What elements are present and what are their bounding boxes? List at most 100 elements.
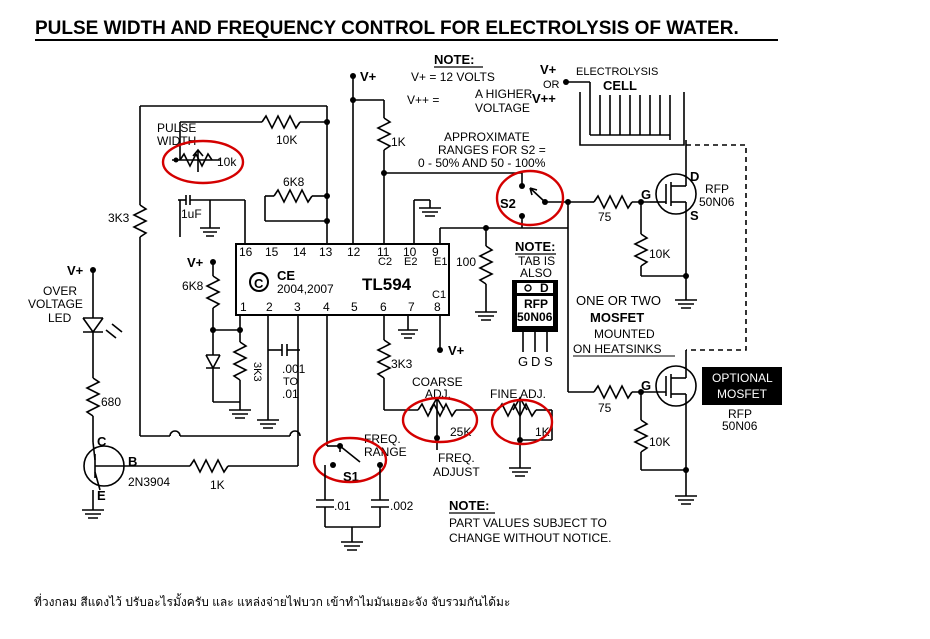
pin-label: 2 — [266, 300, 273, 314]
note-line: VOLTAGE — [475, 101, 530, 115]
transistor-part-label: 2N3904 — [128, 475, 170, 489]
cell-label: CELL — [603, 78, 637, 93]
note-line: V++ = — [407, 93, 439, 107]
resistor-1k-label: 1K — [391, 135, 406, 149]
mosfet-drain-label: D — [690, 169, 699, 184]
optional-label: OPTIONAL — [712, 371, 773, 385]
mosfet-bottom: G OPTIONAL MOSFET RFP 50N06 — [641, 350, 782, 505]
pulse-width-label: WIDTH — [157, 134, 196, 148]
vplus-label: V+ — [360, 69, 377, 84]
overvoltage-label: OVER — [43, 284, 77, 298]
tab-note: NOTE: TAB IS ALSO D RFP 50N06 G D S — [512, 239, 558, 369]
note-line: CHANGE WITHOUT NOTICE. — [449, 531, 611, 545]
pin-sub-label: C1 — [432, 289, 446, 301]
cap-1uf-label: 1uF — [181, 207, 202, 221]
pin-label: 14 — [293, 245, 307, 259]
s2-note-line: RANGES FOR S2 = — [438, 143, 546, 157]
overvoltage-label: VOLTAGE — [28, 297, 83, 311]
pin-sub-label: C2 — [378, 256, 392, 268]
resistor-3k3-label: 3K3 — [391, 357, 413, 371]
mosfet-gate-label: G — [641, 187, 651, 202]
tab-note-line: TAB IS — [518, 254, 555, 268]
vplus-label: V+ — [67, 263, 84, 278]
pulse-width-network: PULSE WIDTH 10K 10k 6K8 — [139, 105, 330, 244]
pin-label: 15 — [265, 245, 279, 259]
cap-01-label: .01 — [282, 387, 299, 401]
mosfet-note-line: MOUNTED — [594, 327, 655, 341]
mosfet-part-label: RFP — [705, 182, 729, 196]
highlight-circle-fine — [490, 398, 554, 446]
cap-002-label: .002 — [390, 499, 414, 513]
supply-vpp-label: V++ — [532, 91, 556, 106]
overvoltage-indicator: V+ OVER VOLTAGE LED 680 C B E 2N3904 1K — [28, 263, 299, 519]
s1-label: S1 — [343, 469, 359, 484]
freq-adjust-label: FREQ. — [438, 451, 475, 465]
copyright-icon — [249, 272, 269, 292]
optional-label: MOSFET — [717, 387, 768, 401]
note-line: V+ = 12 VOLTS — [411, 70, 495, 84]
overvoltage-label: LED — [48, 311, 72, 325]
pin-label: 4 — [323, 300, 330, 314]
pin-label: 16 — [239, 245, 253, 259]
pin-label: 12 — [347, 245, 361, 259]
resistor-3k3-label: 3K3 — [251, 362, 263, 382]
mosfet-note-line: ONE OR TWO — [576, 293, 661, 308]
resistor-1k-label: 1K — [210, 478, 225, 492]
pkg-leg-label: D — [531, 354, 540, 369]
tab-note-line: ALSO — [520, 266, 552, 280]
timing-left: 3K3 1uF — [108, 195, 246, 437]
resistor-10k-label: 10K — [649, 435, 670, 449]
chip-year: 2004,2007 — [277, 282, 334, 296]
resistor-10k-label: 10K — [276, 133, 297, 147]
resistor-75-label: 75 — [598, 210, 612, 224]
pin-label: 10 — [403, 245, 417, 259]
mosfet-part-label: 50N06 — [722, 419, 758, 433]
note-heading: NOTE: — [449, 498, 489, 513]
mosfet-gate-label: G — [641, 378, 651, 393]
chip-name: TL594 — [362, 275, 412, 294]
feedback-network-left: V+ 6K8 3K3 .001 TO .01 — [169, 255, 306, 437]
thai-caption: ที่วงกลม สีแดงไว้ ปรับอะไรมั้งครับ และ แ… — [34, 593, 510, 609]
mosfet-top: G D S RFP 50N06 — [641, 140, 747, 351]
mosfet-source-label: S — [690, 208, 699, 223]
transistor-b-label: B — [128, 454, 137, 469]
fine-label: FINE ADJ. — [490, 387, 546, 401]
pin-label: 3 — [294, 300, 301, 314]
s2-note-line: APPROXIMATE — [444, 130, 530, 144]
note-line: A HIGHER — [475, 87, 533, 101]
resistor-6k8-label: 6K8 — [182, 279, 204, 293]
s2-range-note: APPROXIMATE RANGES FOR S2 = 0 - 50% AND … — [418, 130, 546, 170]
s1-switch[interactable]: S1 FREQ. RANGE .01 .002 — [312, 315, 414, 551]
resistor-3k3-label: 3K3 — [108, 211, 130, 225]
freq-range-label: RANGE — [364, 445, 407, 459]
copyright-letter: C — [254, 276, 264, 291]
pin-label: 9 — [432, 245, 439, 259]
pkg-name: 50N06 — [517, 310, 553, 324]
gate-drive-top: 75 10K — [565, 194, 689, 392]
note-line: PART VALUES SUBJECT TO — [449, 516, 607, 530]
s2-switch[interactable]: S2 — [495, 169, 590, 228]
s2-note-line: 0 - 50% AND 50 - 100% — [418, 156, 546, 170]
coarse-label: COARSE — [412, 375, 463, 389]
resistor-100-label: 100 — [456, 255, 476, 269]
highlight-circle-s2 — [495, 169, 565, 227]
tab-note-heading: NOTE: — [515, 239, 555, 254]
note-supply-voltages: NOTE: V+ = 12 VOLTS V++ = A HIGHER VOLTA… — [407, 52, 533, 115]
pkg-name: RFP — [524, 297, 548, 311]
mosfet-part-label: RFP — [728, 407, 752, 421]
pin-label: 13 — [319, 245, 333, 259]
mosfet-part-label: 50N06 — [699, 195, 735, 209]
cell-label: ELECTROLYSIS — [576, 66, 658, 78]
electrolysis-cell: ELECTROLYSIS CELL — [576, 66, 685, 146]
resistor-6k8-label: 6K8 — [283, 175, 305, 189]
cap-to-label: TO — [283, 376, 299, 388]
ce-mark: CE — [277, 268, 295, 283]
pin-label: 8 — [434, 300, 441, 314]
cap-001-label: .001 — [282, 362, 306, 376]
transistor-e-label: E — [97, 488, 106, 503]
diagram-title: PULSE WIDTH AND FREQUENCY CONTROL FOR EL… — [35, 18, 739, 39]
freq-range-label: FREQ. — [364, 432, 401, 446]
transistor-c-label: C — [97, 434, 107, 449]
gate-drive-bottom: 75 10K — [568, 384, 689, 473]
